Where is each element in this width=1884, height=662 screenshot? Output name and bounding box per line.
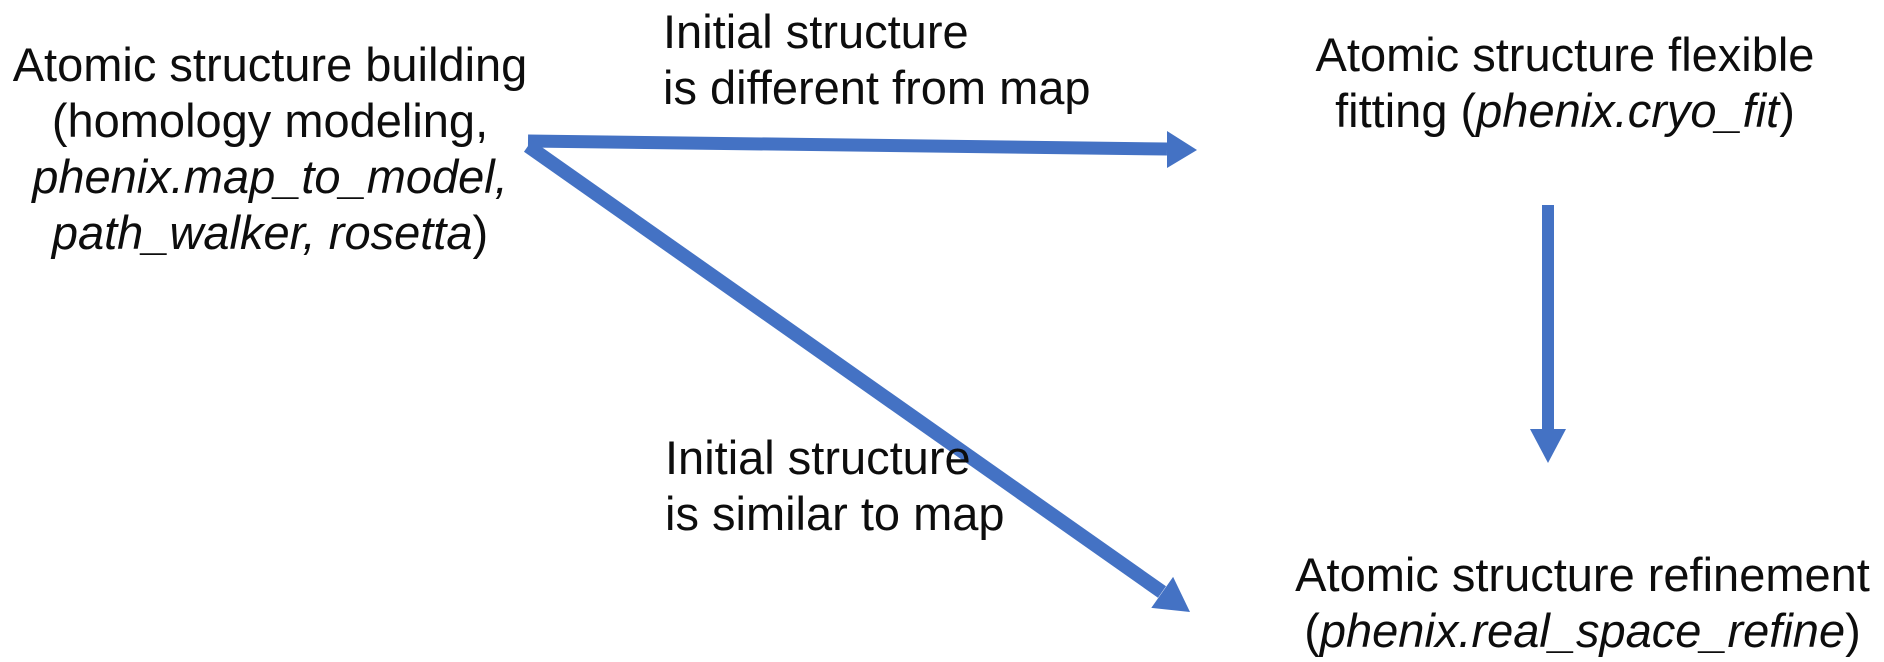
node-refinement: Atomic structure refinement (phenix.real… bbox=[1290, 547, 1875, 659]
edge-label-different-line2: is different from map bbox=[663, 61, 1091, 114]
node-flexible-fitting-line1: Atomic structure flexible bbox=[1315, 28, 1815, 81]
fitting-prefix: fitting ( bbox=[1335, 84, 1477, 137]
edge-label-similar-line1: Initial structure bbox=[665, 431, 971, 484]
edge-label-different-line1: Initial structure bbox=[663, 5, 969, 58]
edge-label-similar-to-map: Initial structure is similar to map bbox=[665, 430, 1005, 542]
node-structure-building-line3: phenix.map_to_model, bbox=[8, 149, 532, 205]
arrow-building-to-fitting bbox=[527, 131, 1197, 168]
node-refinement-line2: (phenix.real_space_refine) bbox=[1290, 603, 1875, 659]
tool-phenix-real-space-refine: phenix.real_space_refine bbox=[1319, 604, 1846, 657]
opening-paren: ( bbox=[1304, 604, 1320, 657]
closing-paren: ) bbox=[1779, 84, 1795, 137]
node-structure-building-line4: path_walker, rosetta) bbox=[8, 205, 532, 261]
node-flexible-fitting: Atomic structure flexible fitting (pheni… bbox=[1300, 27, 1830, 139]
closing-paren: ) bbox=[472, 206, 489, 259]
node-structure-building-line2: (homology modeling, bbox=[51, 94, 489, 147]
tool-phenix-map-to-model: phenix.map_to_model, bbox=[32, 150, 508, 203]
node-flexible-fitting-line2: fitting (phenix.cryo_fit) bbox=[1300, 83, 1830, 139]
edge-label-similar-line2: is similar to map bbox=[665, 487, 1005, 540]
node-structure-building: Atomic structure building (homology mode… bbox=[8, 37, 532, 261]
arrow-building-to-refinement bbox=[523, 140, 1190, 612]
closing-paren: ) bbox=[1845, 604, 1861, 657]
node-refinement-line1: Atomic structure refinement bbox=[1295, 548, 1870, 601]
tools-path-walker-rosetta: path_walker, rosetta bbox=[51, 206, 473, 259]
arrow-fitting-to-refinement bbox=[1530, 205, 1566, 463]
tool-phenix-cryo-fit: phenix.cryo_fit bbox=[1476, 84, 1780, 137]
node-structure-building-line1: Atomic structure building bbox=[12, 38, 528, 91]
edge-label-different-from-map: Initial structure is different from map bbox=[663, 4, 1091, 116]
